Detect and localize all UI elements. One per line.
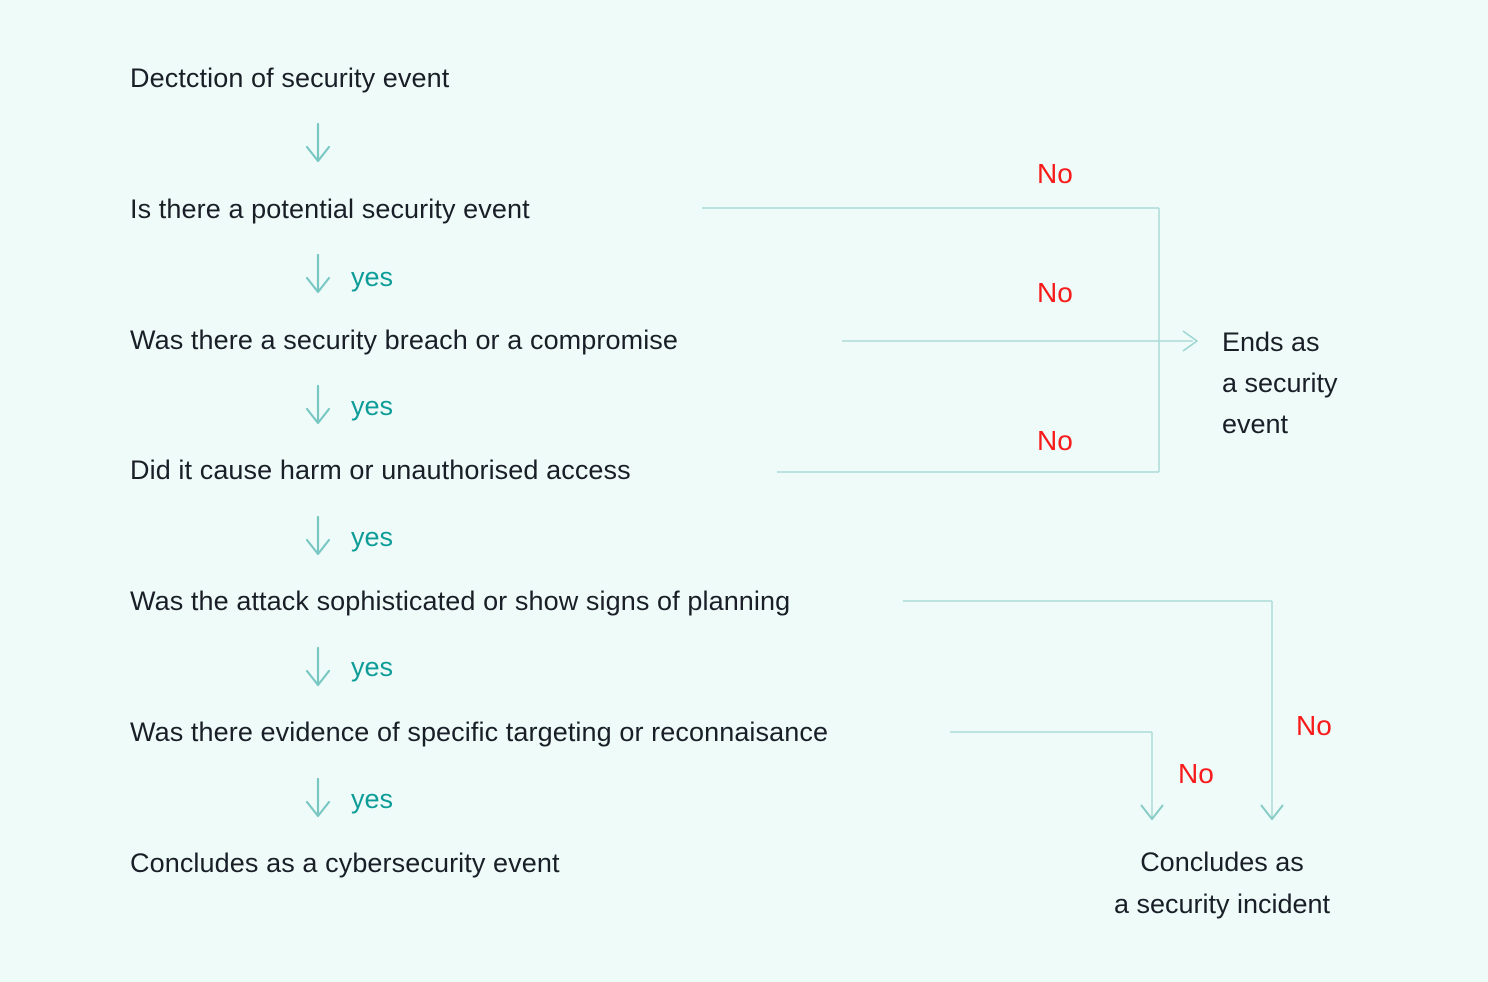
down-arrow-icon [305, 122, 331, 163]
question-targeting-reconnaissance: Was there evidence of specific targeting… [130, 717, 829, 747]
no-label: No [1037, 277, 1073, 308]
down-arrow-icon [305, 646, 331, 687]
outcome-security-incident: Concludes as a security incident [1062, 841, 1382, 925]
yes-label: yes [351, 522, 394, 552]
yes-label: yes [351, 784, 394, 814]
arrowhead-down-icon [1140, 804, 1164, 820]
outcome-security-incident-line: Concludes as [1140, 847, 1304, 877]
question-potential-security-event: Is there a potential security event [130, 194, 530, 224]
yes-label: yes [351, 262, 394, 292]
down-arrow-icon [305, 384, 331, 425]
arrowhead-right-icon [1182, 330, 1198, 352]
yes-label: yes [351, 391, 394, 421]
outcome-security-event-line: event [1222, 409, 1289, 439]
down-arrow-icon [305, 253, 331, 294]
question-security-breach: Was there a security breach or a comprom… [130, 325, 679, 355]
question-sophisticated-attack: Was the attack sophisticated or show sig… [130, 586, 791, 616]
outcome-security-incident-line: a security incident [1113, 889, 1331, 919]
no-label: No [1037, 158, 1073, 189]
outcome-security-event-line: Ends as [1222, 327, 1320, 357]
arrowhead-down-icon [1260, 804, 1284, 820]
question-harm-or-access: Did it cause harm or unauthorised access [130, 455, 631, 485]
no-label: No [1178, 758, 1214, 789]
down-arrow-icon [305, 777, 331, 818]
outcome-security-event-line: a security [1222, 368, 1338, 398]
node-detection: Dectction of security event [130, 63, 450, 93]
no-label: No [1037, 425, 1073, 456]
no-label: No [1296, 710, 1332, 741]
yes-label: yes [351, 652, 394, 682]
down-arrow-icon [305, 515, 331, 556]
outcome-security-event: Ends as a security event [1222, 322, 1338, 445]
outcome-cybersecurity-event: Concludes as a cybersecurity event [130, 848, 560, 878]
